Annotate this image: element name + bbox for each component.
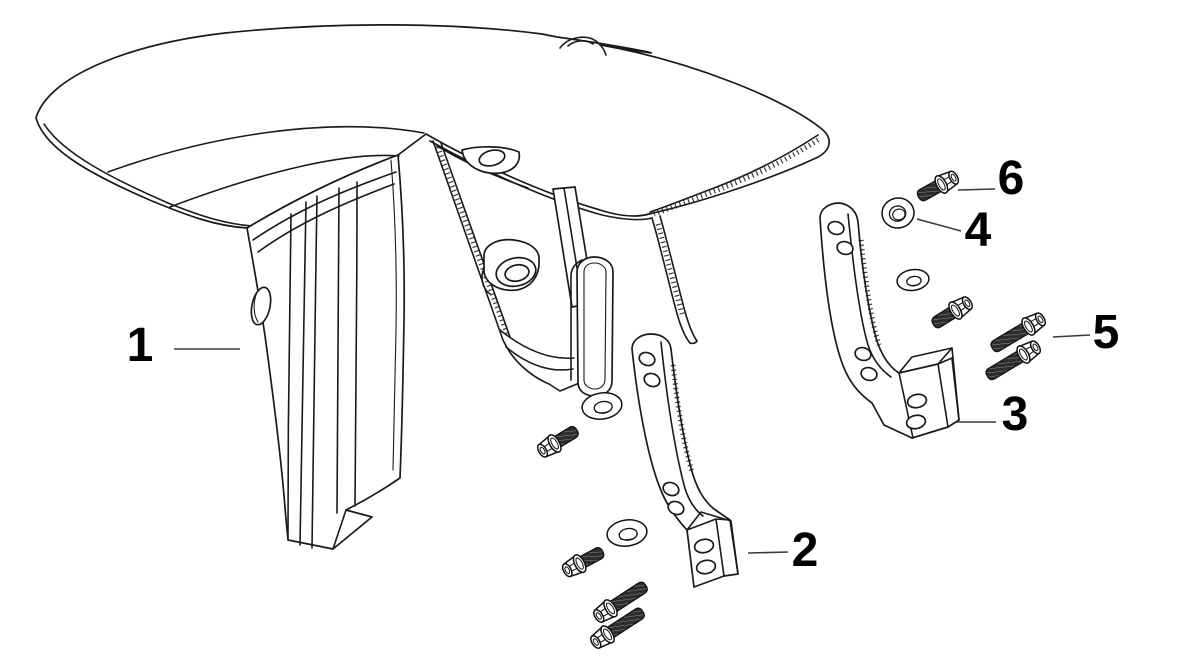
callout-label-6: 6 bbox=[997, 152, 1025, 205]
fender-part bbox=[36, 25, 829, 549]
washer-part-right-mid bbox=[895, 266, 931, 294]
bolt-short-right-mid bbox=[927, 292, 977, 334]
fender-mid-boss bbox=[482, 240, 539, 294]
bracket-2-part bbox=[632, 334, 738, 587]
fender-flange bbox=[571, 257, 613, 396]
callout-label-5: 5 bbox=[1092, 306, 1120, 359]
bolt-part-6 bbox=[913, 166, 963, 207]
leader-line-6 bbox=[958, 189, 995, 190]
callout-label-3: 3 bbox=[1001, 388, 1029, 441]
bracket-3-part bbox=[820, 203, 959, 438]
callout-label-2: 2 bbox=[791, 524, 819, 577]
leader-line-5 bbox=[1053, 335, 1090, 337]
leader-line-2 bbox=[748, 552, 788, 553]
fender-top-boss bbox=[462, 147, 519, 173]
leader-line-4 bbox=[917, 219, 961, 231]
mudflap-slot bbox=[248, 286, 274, 327]
washer-part-center-lower bbox=[604, 516, 650, 550]
fender-mudflap bbox=[247, 155, 404, 549]
callout-label-4: 4 bbox=[964, 204, 992, 257]
bolt-short-center-upper bbox=[533, 421, 583, 462]
callout-label-1: 1 bbox=[126, 319, 154, 372]
bolt-short-center-lower bbox=[558, 542, 608, 582]
washer-part-4 bbox=[878, 194, 918, 232]
leader-lines bbox=[174, 189, 1090, 553]
